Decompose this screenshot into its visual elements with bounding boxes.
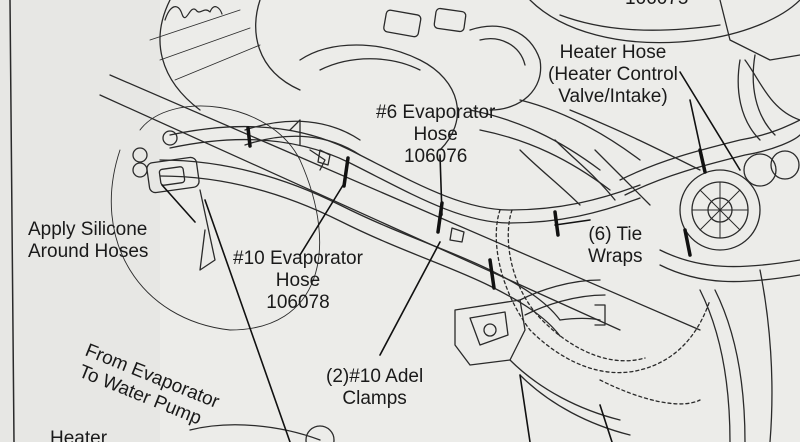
label-line: Wraps	[588, 246, 643, 267]
label-line: (Heater Control	[548, 64, 678, 85]
label-heater-partial: Heater	[50, 428, 107, 442]
label-line: 106075	[625, 0, 688, 10]
page-border-line	[9, 0, 15, 442]
label-part-number-top: 106075	[625, 0, 688, 10]
label-line: Valve/Intake)	[558, 86, 668, 107]
label-line: Hose	[275, 270, 321, 291]
label-tie-wraps: (6) Tie Wraps	[588, 224, 643, 268]
label-line: #10 Evaporator	[233, 248, 363, 269]
label-line: Around Hoses	[28, 241, 149, 262]
label-line: (2)#10 Adel	[326, 366, 424, 387]
label-line: Clamps	[342, 388, 407, 409]
label-line: #6 Evaporator	[376, 102, 496, 123]
dashed-oval	[110, 105, 320, 331]
hose-fitting-block	[146, 156, 200, 194]
label-line: Hose	[413, 124, 458, 145]
label-line: 106076	[403, 146, 468, 167]
evaporator-hose-6	[169, 125, 641, 211]
label-line: Apply Silicone	[28, 219, 148, 240]
label-line: (6) Tie	[588, 224, 643, 245]
dashed-return-hose	[495, 209, 711, 374]
label-adel-clamps: (2)#10 Adel Clamps	[326, 366, 423, 410]
label-heater-hose: Heater Hose (Heater Control Valve/Intake…	[548, 42, 678, 108]
label-evaporator-hose-10: #10 Evaporator Hose 106078	[233, 248, 363, 314]
handwriting-scribble	[164, 6, 223, 21]
label-line: 106078	[266, 292, 330, 313]
evaporator-hose-10	[159, 159, 561, 321]
label-line: Heater	[50, 428, 108, 442]
label-apply-silicone: Apply Silicone Around Hoses	[28, 219, 148, 263]
label-evaporator-hose-6: #6 Evaporator Hose 106076	[376, 102, 495, 168]
label-line: Heater Hose	[559, 42, 667, 63]
